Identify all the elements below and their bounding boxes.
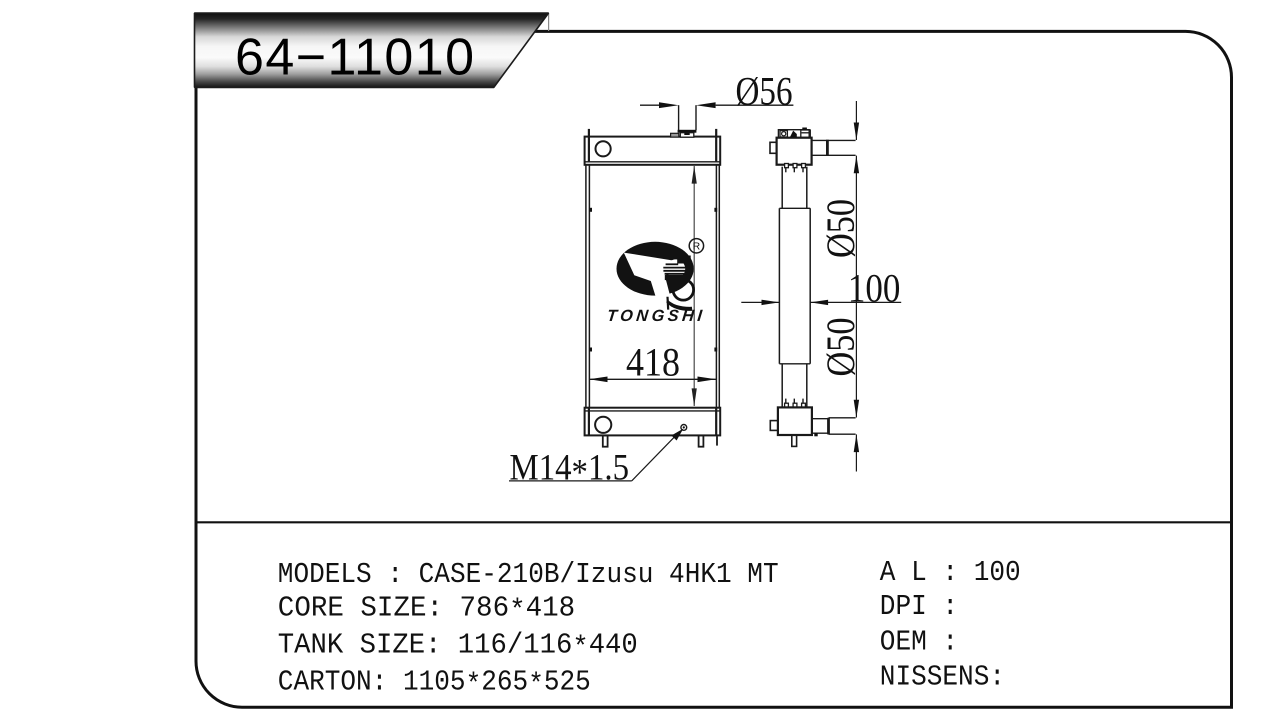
svg-text:CORE SIZE: 786*418: CORE SIZE: 786*418 (278, 592, 575, 628)
svg-text:Ø50: Ø50 (818, 199, 863, 258)
svg-text:R: R (693, 241, 701, 253)
svg-text:A L : 100: A L : 100 (880, 556, 1021, 589)
svg-text:Ø56: Ø56 (736, 68, 793, 113)
svg-text:64−11010: 64−11010 (235, 29, 474, 87)
svg-text:DPI :: DPI : (880, 590, 958, 623)
svg-text:TANK SIZE: 116/116*440: TANK SIZE: 116/116*440 (278, 629, 638, 665)
svg-text:418: 418 (626, 340, 680, 385)
svg-text:Ø50: Ø50 (818, 318, 863, 377)
svg-text:TONGSHI: TONGSHI (606, 307, 703, 325)
svg-text:OEM :: OEM : (880, 625, 958, 658)
svg-text:NISSENS:: NISSENS: (880, 661, 1005, 694)
svg-text:M14*1.5: M14*1.5 (510, 448, 630, 494)
svg-text:MODELS : CASE-210B/Izusu 4HK1: MODELS : CASE-210B/Izusu 4HK1 MT (278, 558, 779, 591)
svg-text:CARTON: 1105*265*525: CARTON: 1105*265*525 (278, 666, 591, 702)
svg-text:100: 100 (848, 266, 901, 311)
